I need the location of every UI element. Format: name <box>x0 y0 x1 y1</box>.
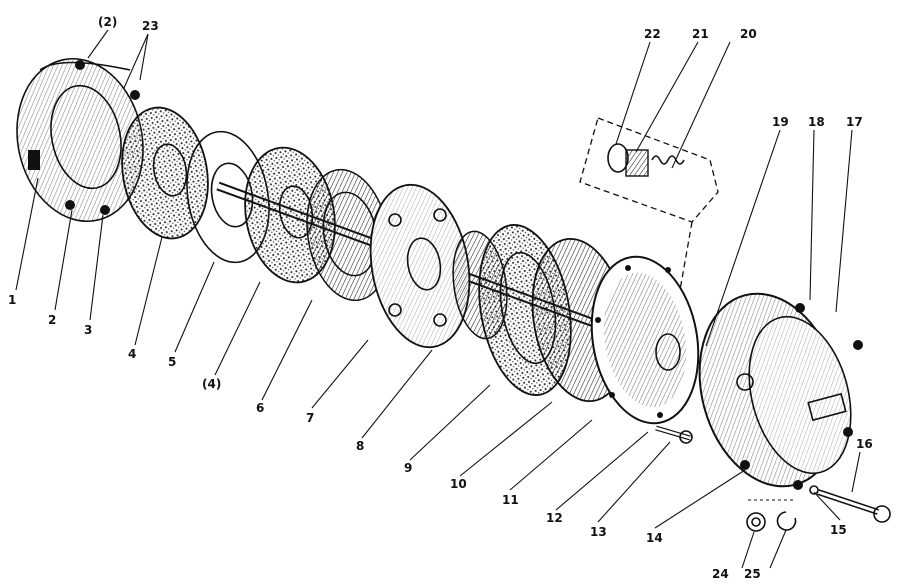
callout-labels: 1 2 3 4 5 (4) 6 7 8 9 10 11 12 13 14 15 … <box>8 15 873 581</box>
part-24-nut <box>746 512 766 532</box>
part-1-housing <box>16 57 144 223</box>
callout-4: 4 <box>128 347 136 361</box>
part-16-bolt <box>817 489 891 523</box>
callout-19: 19 <box>772 115 789 129</box>
callout-14: 14 <box>646 531 663 545</box>
callout-1: 1 <box>8 293 16 307</box>
callout-17: 17 <box>846 115 863 129</box>
callout-20: 20 <box>740 27 757 41</box>
callout-12: 12 <box>546 511 563 525</box>
callout-23: 23 <box>142 19 159 33</box>
part-13-bolt <box>655 425 693 444</box>
callout-2: 2 <box>48 313 56 327</box>
callout-13: 13 <box>590 525 607 539</box>
callout-4b: (4) <box>202 377 221 391</box>
callout-18: 18 <box>808 115 825 129</box>
callout-22: 22 <box>644 27 661 41</box>
part-11-cover <box>590 255 700 425</box>
callout-3: 3 <box>84 323 92 337</box>
callout-21: 21 <box>692 27 709 41</box>
callout-15: 15 <box>830 523 847 537</box>
callout-7: 7 <box>306 411 314 425</box>
callout-5: 5 <box>168 355 176 369</box>
callout-25: 25 <box>744 567 761 581</box>
callout-16: 16 <box>856 437 873 451</box>
part-15-washer <box>809 485 819 495</box>
part-25-circlip <box>776 511 797 531</box>
callout-9: 9 <box>404 461 412 475</box>
part-18-housing <box>698 292 863 490</box>
part-4-friction-disc <box>121 106 209 240</box>
callout-8: 8 <box>356 439 364 453</box>
callout-11: 11 <box>502 493 519 507</box>
callout-10: 10 <box>450 477 467 491</box>
part-7-pressure-plate <box>369 183 471 349</box>
callout-2b: (2) <box>98 15 117 29</box>
leader-lines <box>15 29 861 569</box>
callout-6: 6 <box>256 401 264 415</box>
callout-24: 24 <box>712 567 729 581</box>
